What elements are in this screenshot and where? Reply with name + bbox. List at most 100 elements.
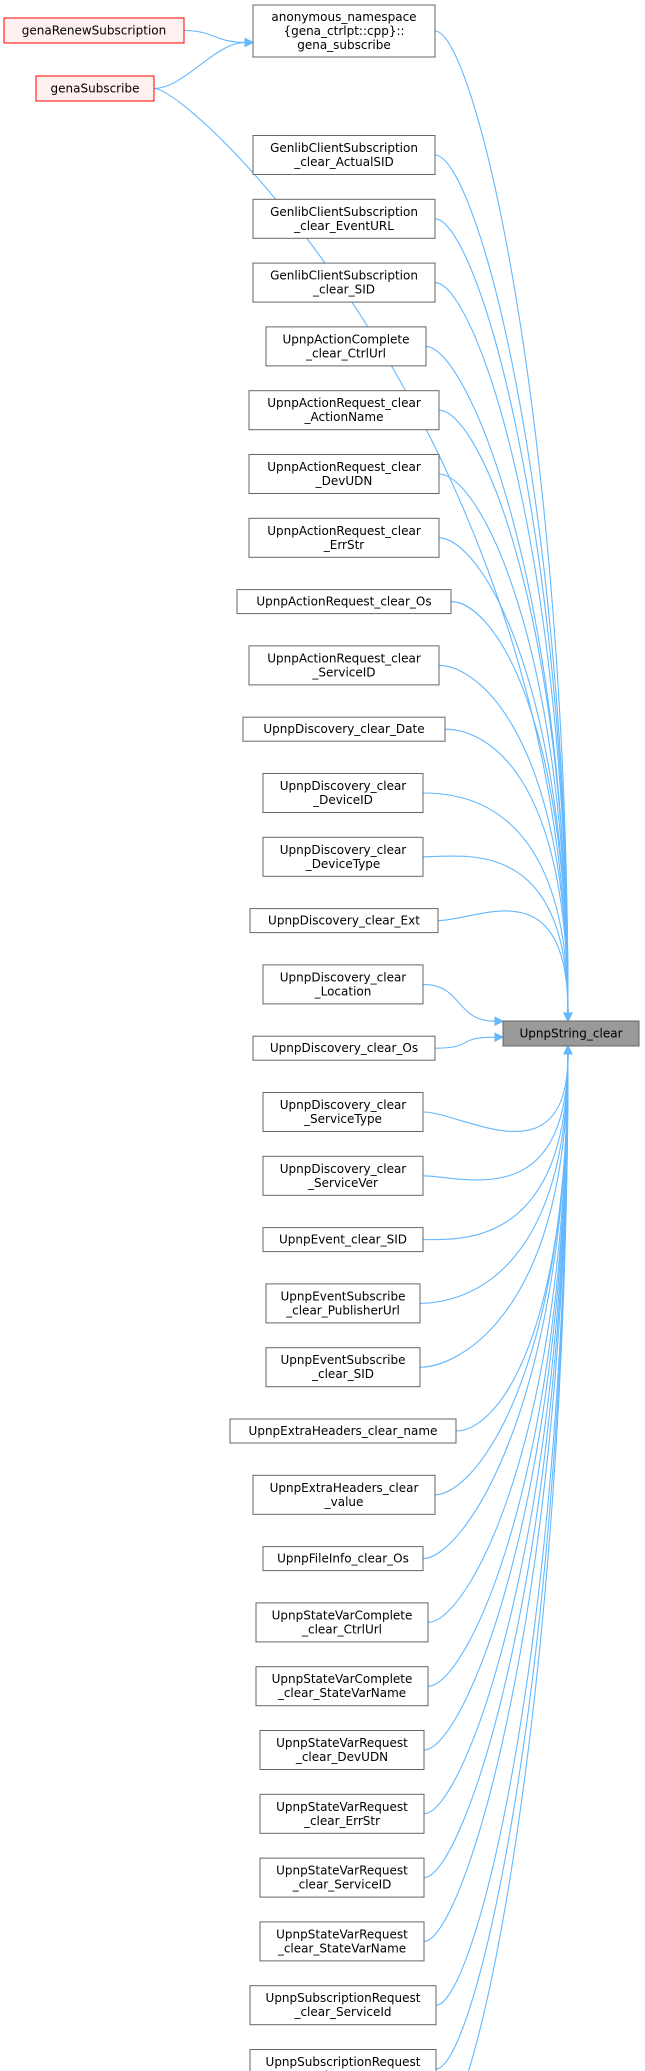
node-label-line: UpnpDiscovery_clear — [280, 1098, 407, 1112]
node-label-line: _clear_CtrlUrl — [301, 1622, 382, 1636]
node-label-line: UpnpStateVarRequest — [276, 1927, 408, 1941]
node-n7[interactable]: UpnpActionRequest_clear_ErrStr — [248, 517, 440, 558]
edge-anon-to-target — [434, 30, 569, 1014]
edge-n3-to-target — [434, 282, 569, 1014]
node-n14[interactable]: UpnpDiscovery_clear_Location — [262, 964, 424, 1005]
edge-genasub-to-anon — [153, 41, 246, 90]
node-n1[interactable]: GenlibClientSubscription_clear_ActualSID — [252, 135, 436, 175]
node-n9[interactable]: UpnpActionRequest_clear_ServiceID — [248, 645, 440, 686]
node-label-line: anonymous_namespace — [271, 10, 416, 24]
node-label-line: _clear_ErrStr — [303, 1814, 380, 1828]
node-label-line: UpnpDiscovery_clear_Ext — [268, 914, 420, 928]
edge-n32-to-target — [467, 1053, 569, 2071]
node-label-line: _DevUDN — [315, 474, 373, 488]
node-label-line: _clear_ServiceId — [293, 2005, 391, 2019]
node-n4[interactable]: UpnpActionComplete_clear_CtrlUrl — [265, 326, 427, 367]
node-n24[interactable]: UpnpStateVarComplete_clear_CtrlUrl — [255, 1602, 429, 1643]
node-box — [259, 1793, 425, 1834]
node-box — [252, 198, 436, 239]
node-n28[interactable]: UpnpStateVarRequest_clear_ServiceID — [259, 1857, 425, 1898]
node-box — [255, 1602, 429, 1643]
edge-n13-to-target — [437, 910, 569, 1014]
edge-n5-to-target — [438, 409, 569, 1014]
node-label-line: _clear_SID — [312, 283, 375, 297]
node-label-line: UpnpActionRequest_clear — [267, 460, 421, 474]
node-label-line: gena_subscribe — [297, 38, 391, 52]
node-label-line: UpnpDiscovery_clear — [280, 843, 407, 857]
node-box — [259, 1857, 425, 1898]
node-label-line: UpnpStateVarRequest — [276, 1736, 408, 1750]
node-n19[interactable]: UpnpEventSubscribe_clear_PublisherUrl — [265, 1283, 421, 1324]
node-genasub[interactable]: genaSubscribe — [35, 75, 155, 102]
node-label-line: UpnpDiscovery_clear — [280, 1162, 407, 1176]
node-n21[interactable]: UpnpExtraHeaders_clear_name — [229, 1418, 457, 1444]
edge-n18-to-target — [422, 1053, 569, 1241]
node-n22[interactable]: UpnpExtraHeaders_clear_value — [252, 1474, 436, 1515]
edge-n26-to-target — [423, 1053, 569, 1751]
node-target[interactable]: UpnpString_clear — [502, 1020, 640, 1047]
edge-n14-to-target — [422, 983, 496, 1022]
node-label-line: GenlibClientSubscription — [270, 141, 418, 155]
node-box — [249, 1985, 437, 2026]
node-n8[interactable]: UpnpActionRequest_clear_Os — [236, 589, 452, 615]
node-n16[interactable]: UpnpDiscovery_clear_ServiceType — [262, 1092, 424, 1132]
node-box — [262, 1155, 424, 1196]
node-n11[interactable]: UpnpDiscovery_clear_DeviceID — [262, 773, 424, 813]
node-n18[interactable]: UpnpEvent_clear_SID — [262, 1227, 424, 1253]
edge-n16-to-target — [422, 1053, 569, 1132]
node-n3[interactable]: GenlibClientSubscription_clear_SID — [252, 262, 436, 303]
node-label-line: UpnpStateVarRequest — [276, 1800, 408, 1814]
node-n17[interactable]: UpnpDiscovery_clear_ServiceVer — [262, 1155, 424, 1196]
node-renew[interactable]: genaRenewSubscription — [3, 17, 185, 44]
node-box — [248, 645, 440, 686]
edge-n4-to-target — [425, 345, 569, 1014]
node-label-line: {gena_ctrlpt::cpp}:: — [283, 24, 404, 38]
node-n29[interactable]: UpnpStateVarRequest_clear_StateVarName — [259, 1921, 425, 1962]
node-n2[interactable]: GenlibClientSubscription_clear_EventURL — [252, 198, 436, 239]
node-label-line: genaSubscribe — [51, 82, 140, 96]
node-box — [35, 75, 155, 102]
node-n26[interactable]: UpnpStateVarRequest_clear_DevUDN — [259, 1730, 425, 1770]
node-label-line: UpnpActionComplete — [282, 332, 409, 346]
node-n31[interactable]: UpnpSubscriptionRequest_clear_SID — [249, 2049, 437, 2071]
node-n13[interactable]: UpnpDiscovery_clear_Ext — [249, 908, 439, 934]
node-label-line: _clear_SID — [311, 2069, 374, 2071]
node-n12[interactable]: UpnpDiscovery_clear_DeviceType — [262, 836, 424, 877]
node-box — [262, 1227, 424, 1253]
node-label-line: genaRenewSubscription — [22, 24, 167, 38]
node-label-line: UpnpExtraHeaders_clear — [270, 1481, 419, 1495]
arrowhead-n14-to-target — [494, 1016, 505, 1027]
node-box — [262, 1546, 424, 1572]
node-n23[interactable]: UpnpFileInfo_clear_Os — [262, 1546, 424, 1572]
node-n20[interactable]: UpnpEventSubscribe_clear_SID — [265, 1347, 421, 1388]
node-label-line: _ActionName — [304, 410, 384, 424]
node-label-line: UpnpFileInfo_clear_Os — [277, 1552, 409, 1566]
node-label-line: _Location — [314, 984, 372, 998]
edge-n30-to-target — [435, 1053, 569, 2006]
node-box — [265, 1283, 421, 1324]
node-n6[interactable]: UpnpActionRequest_clear_DevUDN — [248, 454, 440, 494]
node-label-line: _clear_EventURL — [293, 219, 394, 233]
node-box — [259, 1921, 425, 1962]
node-anon[interactable]: anonymous_namespace{gena_ctrlpt::cpp}::g… — [252, 4, 436, 58]
edge-n6-to-target — [438, 473, 569, 1014]
node-label-line: UpnpStateVarComplete — [272, 1672, 413, 1686]
edge-n11-to-target — [422, 792, 569, 1014]
edges-layer — [153, 29, 573, 2071]
edge-n24-to-target — [427, 1053, 569, 1623]
node-box — [248, 517, 440, 558]
edge-n2-to-target — [434, 218, 569, 1014]
node-label-line: UpnpSubscriptionRequest — [266, 1991, 421, 2005]
node-n27[interactable]: UpnpStateVarRequest_clear_ErrStr — [259, 1793, 425, 1834]
node-box — [236, 589, 452, 615]
node-box — [255, 1666, 429, 1707]
node-n25[interactable]: UpnpStateVarComplete_clear_StateVarName — [255, 1666, 429, 1707]
node-label-line: _clear_ActualSID — [293, 155, 394, 169]
node-n10[interactable]: UpnpDiscovery_clear_Date — [242, 716, 446, 742]
node-box — [248, 390, 440, 431]
node-label-line: _ErrStr — [323, 538, 365, 552]
node-n30[interactable]: UpnpSubscriptionRequest_clear_ServiceId — [249, 1985, 437, 2026]
node-n5[interactable]: UpnpActionRequest_clear_ActionName — [248, 390, 440, 431]
node-box — [249, 908, 439, 934]
node-n15[interactable]: UpnpDiscovery_clear_Os — [252, 1035, 436, 1061]
